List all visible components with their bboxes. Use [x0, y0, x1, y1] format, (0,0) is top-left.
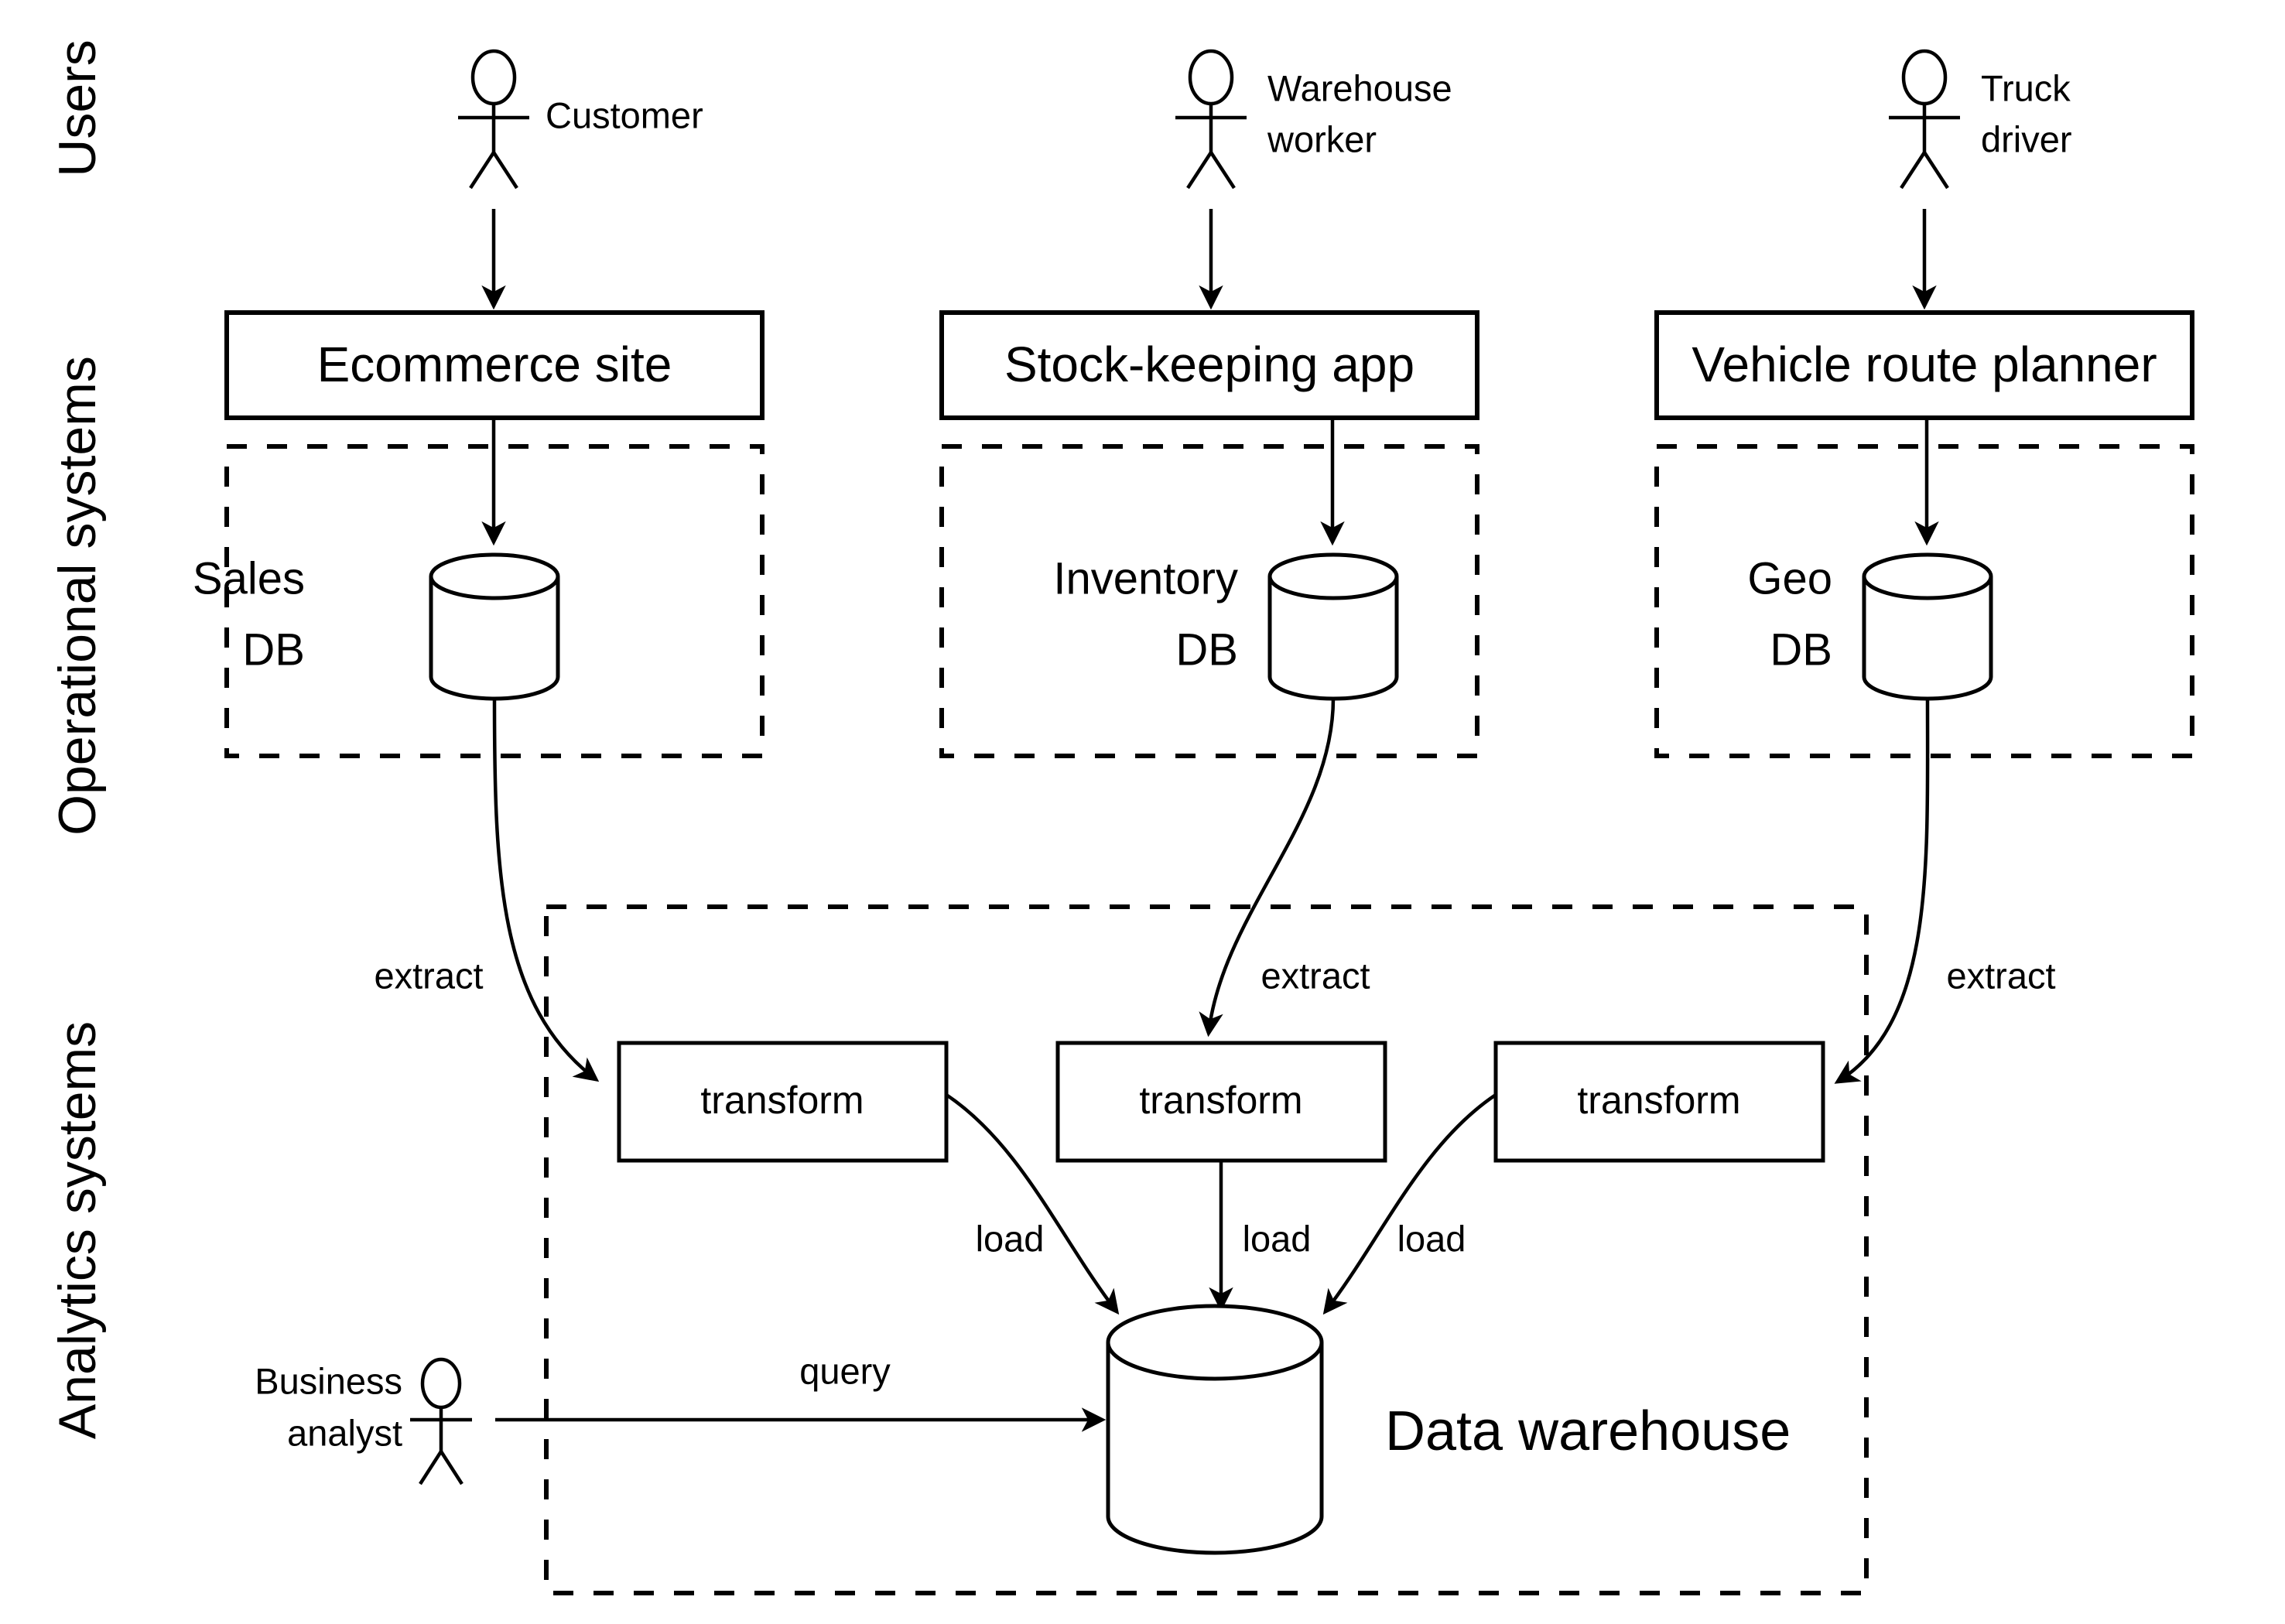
data-warehouse-label: Data warehouse: [1385, 1400, 1791, 1462]
edge-extract-sales: [492, 698, 600, 1082]
db-label-sales-2: DB: [242, 624, 305, 675]
transform-node-3[interactable]: transform: [1493, 1041, 1825, 1163]
db-label-inventory-2: DB: [1175, 624, 1238, 675]
transform-label-3: transform: [1577, 1079, 1740, 1122]
actor-head-icon: [1901, 49, 1948, 106]
actor-leg-left-icon: [469, 151, 495, 190]
operational-system-vehicle-route: Vehicle route planner Geo DB: [1654, 310, 2194, 758]
database-inventory-db[interactable]: [1267, 552, 1399, 701]
database-geo-db[interactable]: [1862, 552, 1993, 701]
edge-label-load-3: load: [1397, 1218, 1466, 1259]
actor-business-analyst-label-1: Business: [255, 1360, 402, 1401]
lane-label-users-text: Users: [48, 39, 107, 177]
transform-node-2[interactable]: transform: [1055, 1041, 1387, 1163]
edge-label-load-1: load: [976, 1218, 1045, 1259]
transform-label-2: transform: [1139, 1079, 1302, 1122]
actor-truck-driver-label-1: Truck: [1981, 67, 2071, 108]
actor-warehouse-worker: Warehouse worker: [1175, 49, 1452, 190]
actor-leg-left-icon: [1186, 151, 1213, 190]
actor-warehouse-worker-label-1: Warehouse: [1267, 67, 1452, 108]
operational-boundary-stock-keeping: [939, 444, 1479, 758]
edge-label-query: query: [799, 1350, 891, 1391]
app-label-stock-keeping: Stock-keeping app: [1004, 337, 1414, 392]
actor-leg-left-icon: [419, 1450, 443, 1486]
actor-business-analyst: Business analyst: [255, 1357, 472, 1486]
actor-truck-driver: Truck driver: [1889, 49, 2072, 190]
operational-system-ecommerce: Ecommerce site Sales DB: [193, 310, 765, 758]
app-label-ecommerce: Ecommerce site: [317, 337, 672, 392]
actor-customer-label: Customer: [546, 94, 703, 135]
data-warehouse[interactable]: [1106, 1304, 1324, 1555]
actor-head-icon: [470, 49, 517, 106]
analytics-boundary: [544, 904, 1869, 1595]
lane-label-analytics: Analytics systems: [48, 1021, 107, 1439]
edge-load-1: [945, 1093, 1120, 1315]
database-sales-db[interactable]: [429, 552, 560, 701]
lane-label-operational: Operational systems: [48, 356, 107, 836]
transform-box-3[interactable]: [1493, 1041, 1825, 1163]
db-label-inventory-1: Inventory: [1053, 553, 1238, 603]
actor-business-analyst-label-2: analyst: [287, 1412, 402, 1453]
db-label-geo-2: DB: [1770, 624, 1832, 675]
edge-label-extract-2: extract: [1261, 955, 1370, 996]
operational-boundary-ecommerce: [224, 444, 765, 758]
edge-extract-geo: [1834, 698, 1930, 1084]
actor-customer: Customer: [458, 49, 703, 190]
actor-head-icon: [1188, 49, 1234, 106]
edge-label-extract-3: extract: [1946, 955, 2055, 996]
edge-label-extract-1: extract: [374, 955, 483, 996]
edge-extract-inventory: [1199, 698, 1336, 1038]
edge-label-load-2: load: [1243, 1218, 1312, 1259]
actor-truck-driver-label-2: driver: [1981, 118, 2072, 159]
transform-box-1[interactable]: [617, 1041, 949, 1163]
edge-load-3: [1322, 1093, 1497, 1315]
actor-leg-right-icon: [492, 151, 518, 190]
actor-leg-right-icon: [440, 1450, 463, 1486]
actor-warehouse-worker-label-2: worker: [1267, 118, 1377, 159]
db-label-geo-1: Geo: [1747, 553, 1832, 603]
operational-boundary-vehicle-route: [1654, 444, 2194, 758]
actor-leg-right-icon: [1923, 151, 1949, 190]
transform-label-1: transform: [700, 1079, 864, 1122]
lane-label-analytics-text: Analytics systems: [48, 1021, 107, 1439]
app-label-vehicle-route: Vehicle route planner: [1692, 337, 2157, 392]
lane-label-users: Users: [48, 39, 107, 177]
actor-leg-left-icon: [1900, 151, 1926, 190]
app-box-ecommerce[interactable]: [224, 310, 765, 420]
lane-label-operational-text: Operational systems: [48, 356, 107, 836]
transform-node-1[interactable]: transform: [617, 1041, 949, 1163]
app-box-stock-keeping[interactable]: [939, 310, 1479, 420]
operational-system-stock-keeping: Stock-keeping app Inventory DB: [939, 310, 1479, 758]
app-box-vehicle-route[interactable]: [1654, 310, 2194, 420]
db-label-sales-1: Sales: [193, 553, 305, 603]
actor-leg-right-icon: [1209, 151, 1236, 190]
actor-head-icon: [420, 1357, 462, 1410]
